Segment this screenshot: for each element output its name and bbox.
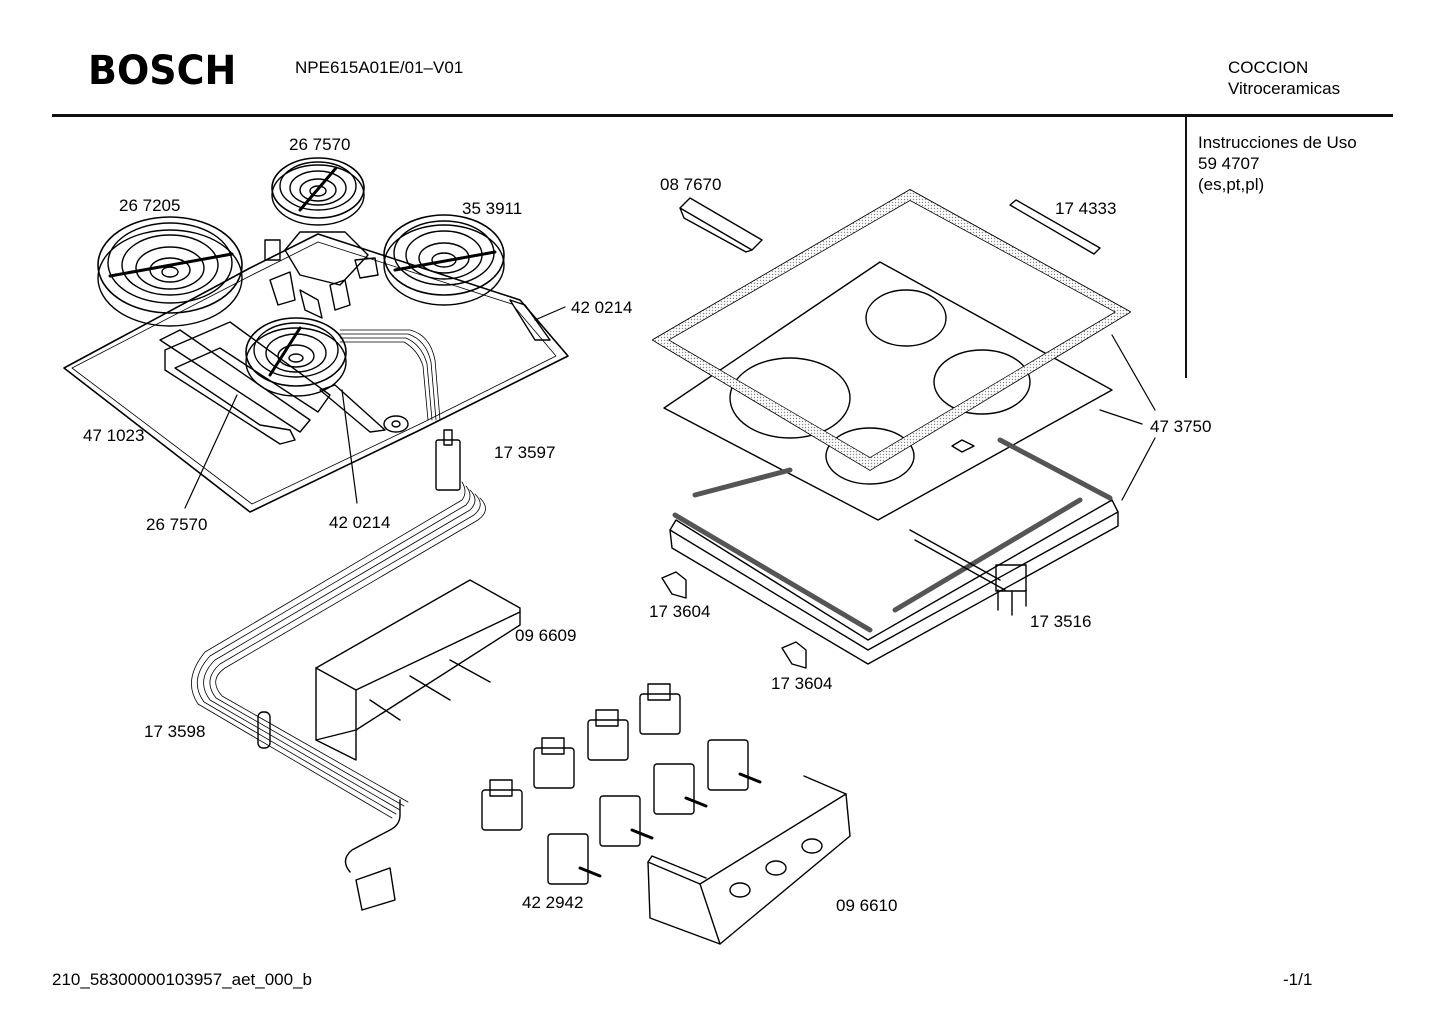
part-label: 17 3604 — [771, 674, 833, 693]
mains-plug — [344, 799, 401, 911]
part-label: 26 7570 — [289, 135, 351, 154]
wiring-hub — [264, 231, 379, 319]
part-label: 08 7670 — [660, 175, 722, 194]
part-label: 35 3911 — [462, 199, 523, 218]
base-plate-part — [63, 233, 569, 513]
instructions-block: Instrucciones de Uso 59 4707 (es,pt,pl) — [1198, 132, 1357, 195]
part-label: 42 2942 — [522, 893, 584, 912]
part-label: 26 7205 — [119, 196, 181, 215]
energy-regulator-4 — [707, 739, 762, 791]
heating-element-right — [383, 214, 505, 306]
brand-logo: BOSCH — [88, 48, 237, 94]
part-label: 17 3516 — [1030, 612, 1092, 631]
instructions-title: Instrucciones de Uso — [1198, 133, 1357, 152]
page-number: -1/1 — [1283, 970, 1313, 989]
ceramic-glass-top — [652, 189, 1131, 521]
header-divider — [52, 114, 1393, 117]
heating-element-large — [97, 216, 243, 327]
part-label: 09 6609 — [515, 626, 577, 645]
part-label: 17 3604 — [649, 602, 711, 621]
part-label: 47 3750 — [1150, 417, 1212, 436]
part-label: 26 7570 — [146, 515, 208, 534]
sidebar-divider — [1185, 116, 1187, 378]
part-label: 17 3597 — [494, 443, 556, 462]
part-label: 09 6610 — [836, 896, 898, 915]
energy-regulator-1 — [547, 833, 602, 885]
clamp-front — [781, 641, 807, 669]
switch-block-4 — [639, 683, 681, 735]
wiring-connector — [435, 429, 461, 491]
spring-clip-right — [509, 299, 551, 341]
energy-regulator-3 — [653, 763, 708, 815]
cable-clip — [257, 711, 271, 749]
part-label: 47 1023 — [83, 426, 145, 445]
heating-element-front-small — [245, 317, 347, 397]
energy-regulator-2 — [599, 795, 654, 847]
leader-lines — [184, 306, 1156, 509]
part-label: 17 3598 — [144, 722, 206, 741]
seal-strip — [1009, 199, 1101, 255]
instructions-number: 59 4707 — [1198, 154, 1260, 173]
switch-block-2 — [533, 737, 575, 789]
instructions-languages: (es,pt,pl) — [1198, 175, 1265, 194]
switch-block-1 — [481, 779, 523, 831]
part-label: 42 0214 — [329, 513, 391, 532]
part-label: 42 0214 — [571, 298, 633, 317]
category-block: COCCION Vitroceramicas — [1228, 57, 1340, 99]
cable-harness — [191, 329, 486, 819]
control-panel-bracket — [647, 775, 851, 945]
fixing-bracket — [679, 197, 763, 253]
document-code: 210_58300000103957_aet_000_b — [52, 970, 312, 989]
switch-block-3 — [587, 709, 629, 761]
cover-part — [315, 579, 521, 761]
spring-clip-front — [319, 384, 386, 433]
category-subtitle: Vitroceramicas — [1228, 79, 1341, 98]
model-number: NPE615A01E/01–V01 — [295, 58, 464, 77]
category-title: COCCION — [1228, 58, 1309, 77]
clamp-left — [661, 571, 687, 599]
heating-element-rear-small — [271, 157, 365, 226]
part-label: 17 4333 — [1055, 199, 1117, 218]
frame-assembly — [669, 437, 1119, 665]
